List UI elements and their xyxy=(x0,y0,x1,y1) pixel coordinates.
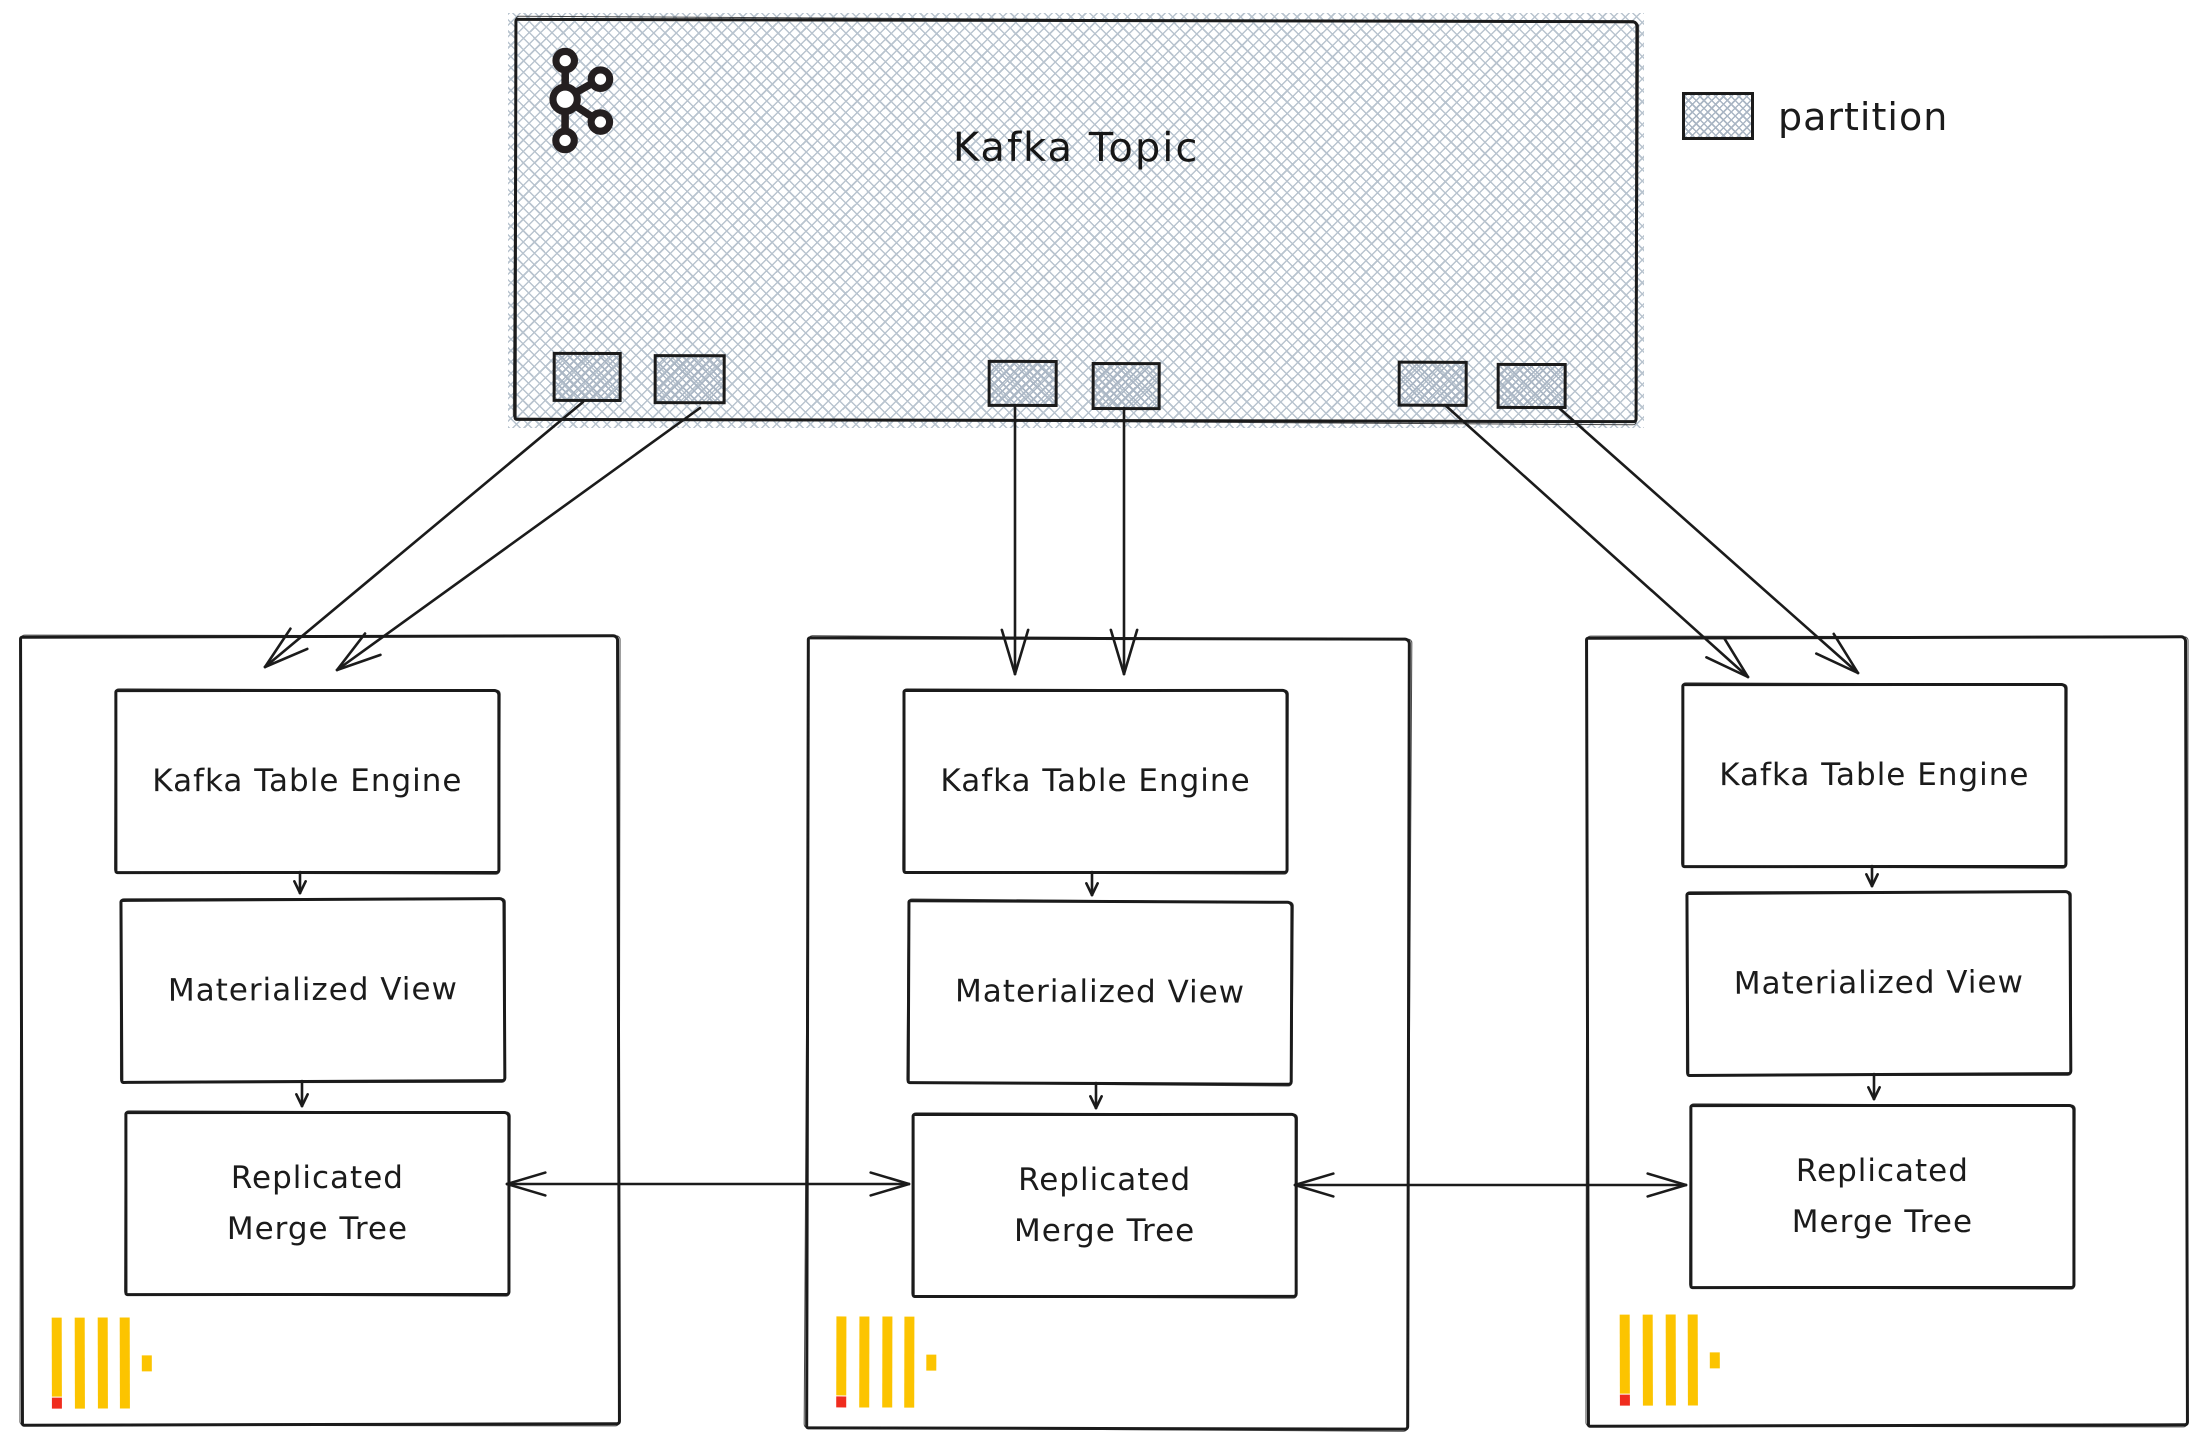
partition-5 xyxy=(1496,362,1567,410)
kafka-topic-box: Kafka Topic xyxy=(513,17,1639,424)
materialized-view-box: Materialized View xyxy=(1685,890,2073,1077)
clickhouse-logo-red-mark xyxy=(836,1396,847,1408)
arrow-partition-5-to-node-2-engine xyxy=(1556,405,1860,675)
legend-partition-swatch xyxy=(1682,92,1754,140)
partition-1 xyxy=(653,354,726,405)
partition-2 xyxy=(987,359,1058,407)
replicated-merge-tree-label-line1: Replicated xyxy=(1018,1162,1192,1199)
partition-0 xyxy=(552,351,622,403)
clickhouse-logo-bar xyxy=(74,1317,85,1409)
replicated-merge-tree-label-line2: Merge Tree xyxy=(226,1210,409,1247)
clickhouse-logo-bar xyxy=(882,1316,893,1408)
replicated-merge-tree-box: Replicated Merge Tree xyxy=(124,1110,511,1297)
clickhouse-node-1: Kafka Table Engine Materialized View Rep… xyxy=(805,636,1411,1431)
clickhouse-logo-dot xyxy=(141,1355,152,1372)
kafka-table-engine-box: Kafka Table Engine xyxy=(902,688,1289,875)
clickhouse-logo-red-mark xyxy=(51,1397,62,1409)
clickhouse-logo-icon xyxy=(51,1317,202,1409)
clickhouse-logo-bar xyxy=(1619,1314,1630,1394)
kafka-table-engine-label: Kafka Table Engine xyxy=(152,763,463,800)
clickhouse-logo-dot xyxy=(1709,1352,1720,1369)
legend-partition-label: partition xyxy=(1778,95,1949,139)
clickhouse-logo-bar xyxy=(836,1316,847,1396)
materialized-view-box: Materialized View xyxy=(119,897,507,1084)
clickhouse-logo-bar xyxy=(97,1317,108,1409)
clickhouse-node-2: Kafka Table Engine Materialized View Rep… xyxy=(1585,635,2189,1428)
materialized-view-label: Materialized View xyxy=(955,973,1246,1011)
materialized-view-box: Materialized View xyxy=(906,899,1294,1086)
clickhouse-logo-bar xyxy=(904,1316,915,1408)
replicated-merge-tree-label-line2: Merge Tree xyxy=(1791,1203,1974,1240)
arrow-partition-2-to-node-1-engine xyxy=(1000,404,1030,676)
kafka-topic-title: Kafka Topic xyxy=(952,124,1200,172)
partition-4 xyxy=(1397,360,1468,407)
replicated-merge-tree-label-line2: Merge Tree xyxy=(1014,1212,1196,1249)
clickhouse-logo-bar xyxy=(1642,1314,1653,1406)
replicated-merge-tree-label-line1: Replicated xyxy=(1795,1153,1969,1190)
kafka-table-engine-label: Kafka Table Engine xyxy=(940,763,1251,800)
clickhouse-node-0: Kafka Table Engine Materialized View Rep… xyxy=(19,634,621,1427)
clickhouse-logo-bar xyxy=(119,1317,130,1409)
partition-3 xyxy=(1091,362,1161,411)
kafka-table-engine-label: Kafka Table Engine xyxy=(1719,757,2030,794)
kafka-table-engine-box: Kafka Table Engine xyxy=(114,688,501,875)
clickhouse-logo-red-mark xyxy=(1619,1394,1630,1406)
replicated-merge-tree-box: Replicated Merge Tree xyxy=(911,1112,1298,1299)
arrow-partition-3-to-node-1-engine xyxy=(1109,406,1139,676)
clickhouse-logo-bar xyxy=(859,1316,870,1408)
clickhouse-logo-bar xyxy=(1687,1314,1698,1406)
clickhouse-logo-bar xyxy=(51,1317,62,1397)
clickhouse-logo-icon xyxy=(1619,1314,1770,1406)
arrow-partition-0-to-node-0-engine xyxy=(263,400,585,669)
replicated-merge-tree-box: Replicated Merge Tree xyxy=(1689,1103,2076,1290)
kafka-icon xyxy=(549,47,614,154)
clickhouse-logo-bar xyxy=(1665,1314,1676,1406)
materialized-view-label: Materialized View xyxy=(1733,964,2024,1003)
materialized-view-label: Materialized View xyxy=(167,971,458,1010)
replicated-merge-tree-label-line1: Replicated xyxy=(230,1160,404,1197)
clickhouse-logo-dot xyxy=(926,1354,937,1371)
arrow-partition-1-to-node-0-engine xyxy=(335,406,702,672)
clickhouse-logo-icon xyxy=(836,1316,986,1408)
kafka-table-engine-box: Kafka Table Engine xyxy=(1681,682,2068,869)
